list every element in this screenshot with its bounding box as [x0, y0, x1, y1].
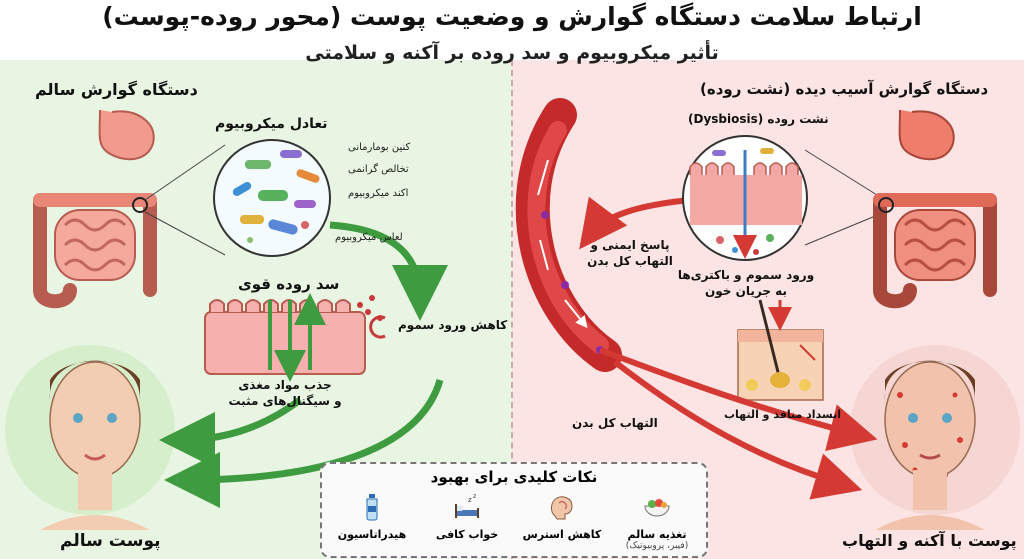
bacteria-label-2: تخالص گرانمی [348, 164, 409, 175]
absorption-label-1: جذب مواد مغذی [238, 378, 332, 392]
key-tips-box: نکات کلیدی برای بهبود تغذیه سالم (فیبر، … [320, 462, 708, 558]
immune-response-label-2: التهاب کل بدن [587, 254, 673, 268]
leaky-gut-dysbiosis-icon [682, 135, 808, 261]
tip-label: تغذیه سالم [627, 528, 687, 541]
salad-icon [644, 499, 670, 517]
tip-note: (فیبر، پروبیوتیک) [625, 541, 689, 551]
red-arrow-to-immune [579, 196, 691, 250]
tip-healthy-diet: تغذیه سالم (فیبر، پروبیوتیک) [612, 492, 702, 551]
bacteria-label-4: لعاس میکروبیوم [335, 232, 403, 243]
microbiome-balance-label: تعادل میکروبیوم [215, 116, 328, 132]
immune-response-label-1: پاسخ ایمنی و [590, 238, 670, 252]
key-tips-title: نکات کلیدی برای بهبود [430, 468, 598, 486]
bacteria-label-1: کنین بومارمانی [348, 142, 411, 153]
tip-label: کاهش استرس [522, 528, 602, 541]
green-arrow-to-barrier [329, 221, 448, 321]
damaged-gut-heading: دستگاه گوارش آسیب دیده (نشت روده) [700, 80, 989, 98]
healthy-skin-label: پوست سالم [60, 531, 161, 551]
zoom-lines-right [804, 149, 886, 246]
healthy-digestive-system-icon [33, 109, 157, 309]
water-bottle-icon [366, 494, 378, 521]
toxin-entry-label-2: به جریان خون [705, 284, 787, 298]
svg-text:z: z [473, 493, 476, 500]
damaged-digestive-system-icon [873, 109, 997, 309]
leaky-gut-label: نشت روده (Dysbiosis) [688, 112, 829, 126]
red-arrow-to-skin-2 [613, 359, 863, 500]
red-arrow-to-skin-1 [598, 347, 878, 452]
healthy-face-icon [5, 345, 175, 530]
zoom-lines-left [144, 144, 226, 256]
acne-skin-label: پوست با آکنه و التهاب [842, 531, 1017, 550]
tip-hydration: هیدراتاسیون [327, 492, 417, 541]
healthy-gut-heading: دستگاه گوارش سالم [35, 80, 198, 99]
toxin-reduction-label: کاهش ورود سموم [398, 318, 508, 332]
strong-gut-barrier-icon [204, 293, 386, 374]
systemic-inflammation-label: التهاب کل بدن [572, 416, 658, 430]
page-subtitle: تأثیر میکروبیوم و سد روده بر آکنه و سلام… [305, 42, 719, 64]
absorption-label-2: و سیگنال‌های مثبت [228, 394, 342, 408]
bacteria-label-3: اکند میکروبیوم [348, 188, 409, 199]
acne-face-icon [850, 345, 1020, 530]
page-title: ارتباط سلامت دستگاه گوارش و وضعیت پوست (… [102, 2, 922, 31]
pore-blockage-label: انسداد منافذ و التهاب [724, 408, 842, 421]
toxin-entry-label-1: ورود سموم و باکتری‌ها [677, 268, 815, 282]
brain-icon [551, 496, 573, 520]
tip-stress-reduction: کاهش استرس [517, 492, 607, 541]
green-arrow-to-skin-2 [164, 379, 444, 508]
green-arrow-to-skin-1 [159, 397, 303, 468]
clogged-pore-icon [737, 299, 824, 401]
tip-label: هیدراتاسیون [337, 528, 407, 541]
svg-text:z: z [468, 496, 472, 504]
strong-barrier-label: سد روده قوی [238, 275, 340, 293]
tip-label: خواب کافی [435, 528, 499, 541]
center-divider [511, 60, 513, 559]
microbiome-balance-icon [213, 139, 331, 257]
